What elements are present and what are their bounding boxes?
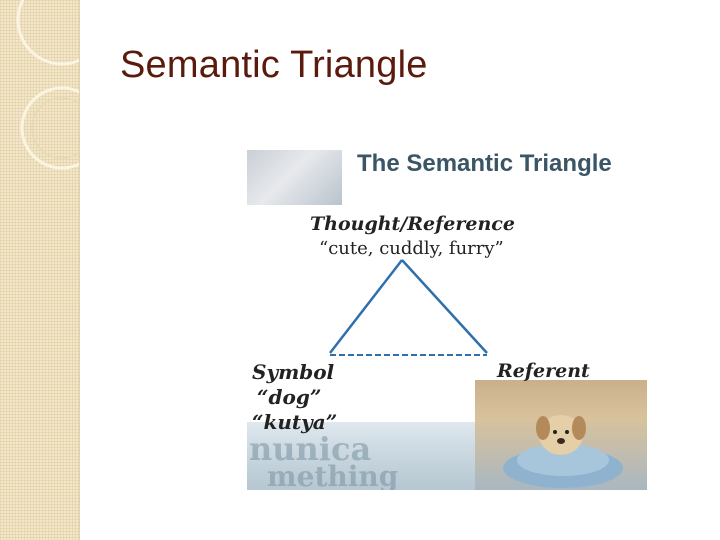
triangle-left-edge bbox=[329, 259, 403, 354]
background-text-strip: nunica mething bbox=[247, 422, 487, 490]
decorative-side-band bbox=[0, 0, 80, 540]
triangle-diagram bbox=[329, 259, 488, 356]
symbol-label: Symbol bbox=[252, 360, 335, 384]
decorative-photo bbox=[247, 150, 342, 205]
triangle-right-edge bbox=[401, 259, 488, 354]
dog-illustration bbox=[503, 415, 623, 488]
semantic-triangle-figure: The Semantic Triangle Thought/Reference … bbox=[247, 150, 647, 490]
decorative-circles bbox=[16, 0, 79, 170]
symbol-example-dog: “dog” bbox=[257, 385, 322, 409]
thought-reference-label: Thought/Reference bbox=[310, 213, 515, 235]
referent-label: Referent bbox=[497, 360, 590, 382]
thought-reference-example: “cute, cuddly, furry” bbox=[319, 238, 504, 259]
slide-title: Semantic Triangle bbox=[120, 44, 428, 86]
referent-dog-photo bbox=[475, 380, 647, 490]
symbol-example-kutya: “kutya” bbox=[252, 410, 338, 434]
figure-heading: The Semantic Triangle bbox=[357, 150, 612, 177]
